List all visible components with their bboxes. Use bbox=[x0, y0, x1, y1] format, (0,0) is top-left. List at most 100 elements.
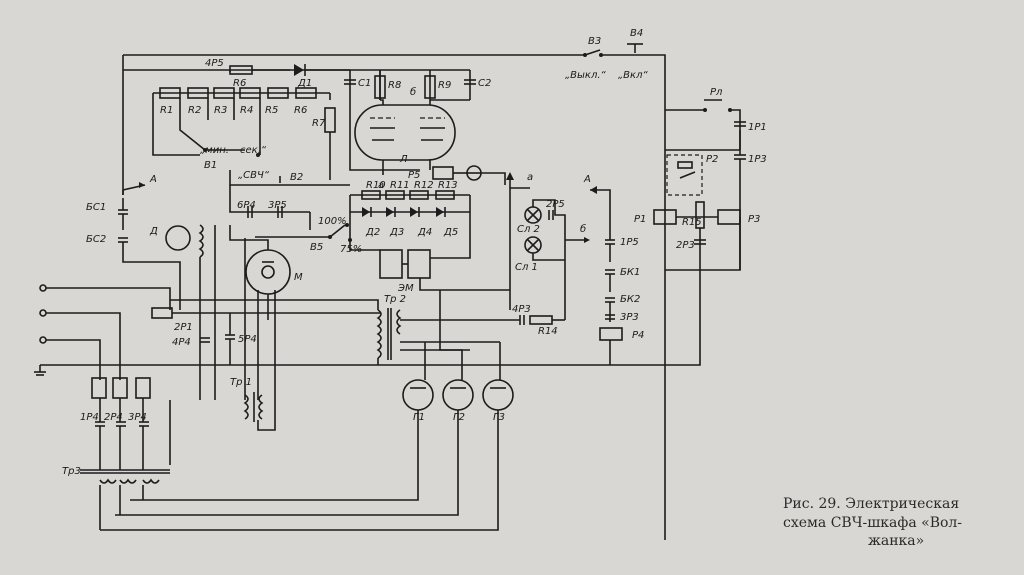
caption-line-2: схема СВЧ-шкафа «Вол- bbox=[783, 515, 962, 531]
label-75pct: 75% bbox=[340, 244, 362, 255]
relay-p5-rectifier bbox=[432, 165, 506, 185]
label-r5: R5 bbox=[265, 105, 278, 116]
label-5p4: 5Р4 bbox=[238, 334, 257, 345]
label-2p1: 2Р1 bbox=[174, 322, 193, 333]
label-bk1: БК1 bbox=[620, 267, 640, 278]
label-sl1: Сл 1 bbox=[515, 262, 538, 273]
contacts-6p4-3p5 bbox=[229, 185, 311, 230]
label-100pct: 100% bbox=[318, 216, 347, 227]
label-sek: сек.“ bbox=[240, 145, 267, 156]
label-r1: R1 bbox=[160, 105, 173, 116]
label-g2: Г2 bbox=[453, 412, 465, 423]
label-p5: Р5 bbox=[408, 170, 420, 181]
label-r3: R3 bbox=[214, 105, 227, 116]
label-d2: Д2 bbox=[365, 227, 380, 238]
label-p2: Р2 bbox=[706, 154, 718, 165]
switch-v5 bbox=[255, 223, 380, 251]
label-2p5: 2Р5 bbox=[546, 199, 565, 210]
label-rl: Рл bbox=[710, 87, 723, 98]
relay-chain-bk bbox=[40, 186, 701, 366]
label-v2: В2 bbox=[290, 172, 303, 183]
label-c2: С2 bbox=[478, 78, 491, 89]
label-1p3: 1Р3 bbox=[748, 154, 767, 165]
label-r13: R13 bbox=[438, 180, 458, 191]
label-svch: „СВЧ“ bbox=[238, 170, 270, 181]
label-m: М bbox=[294, 272, 303, 283]
fuse-and-contacts-center bbox=[151, 307, 380, 365]
label-4p4: 4Р4 bbox=[172, 337, 191, 348]
label-a: а bbox=[378, 180, 384, 191]
caption-line-1: Рис. 29. Электрическая bbox=[783, 496, 959, 512]
label-v1: В1 bbox=[204, 160, 217, 171]
label-1p1: 1Р1 bbox=[748, 122, 767, 133]
label-arrow-a: А bbox=[149, 174, 157, 185]
magnetrons-g1-g3 bbox=[100, 290, 514, 531]
label-r6a: R6 bbox=[233, 78, 246, 89]
tube-l bbox=[354, 99, 456, 175]
r14-4p3 bbox=[400, 315, 565, 325]
label-r4: R4 bbox=[240, 105, 253, 116]
label-tr1: Тр 1 bbox=[230, 377, 252, 388]
figure-caption: Рис. 29. Электрическая схема СВЧ-шкафа «… bbox=[783, 496, 962, 549]
label-bk2: БК2 bbox=[620, 294, 640, 305]
label-1p4: 1Р4 bbox=[80, 412, 99, 423]
label-g1: Г1 bbox=[413, 412, 425, 423]
label-vykl: „Выкл.“ bbox=[565, 70, 607, 81]
label-p3: Р3 bbox=[748, 214, 760, 225]
label-r9: R9 bbox=[438, 80, 451, 91]
label-r2: R2 bbox=[188, 105, 201, 116]
label-b2: б bbox=[580, 223, 586, 235]
transformer-tr2 bbox=[170, 299, 500, 365]
switch-v4 bbox=[622, 43, 648, 56]
label-6p4: 6Р4 bbox=[237, 200, 256, 211]
resistor-chain-r1-r6 bbox=[152, 64, 420, 180]
label-2p3: 2Р3 bbox=[676, 240, 695, 251]
label-min: „мин. bbox=[200, 145, 229, 156]
label-arrow-a2: А bbox=[583, 174, 591, 185]
label-b: б bbox=[410, 86, 416, 98]
caption-line-3: жанка» bbox=[868, 533, 924, 549]
transformer-tr1 bbox=[243, 290, 276, 431]
label-r7: R7 bbox=[312, 118, 326, 129]
diode-resistor-bank bbox=[349, 190, 471, 230]
label-bs2: БС2 bbox=[86, 234, 106, 245]
label-r6b: R6 bbox=[294, 105, 307, 116]
label-sl2: Сл 2 bbox=[517, 224, 540, 235]
component-d bbox=[165, 225, 191, 251]
electromagnet-em bbox=[379, 230, 510, 291]
switch-v1 bbox=[203, 148, 260, 157]
label-d4: Д4 bbox=[417, 227, 432, 238]
switch-v3 bbox=[583, 49, 603, 57]
label-g3: Г3 bbox=[493, 412, 505, 423]
switches-bs1-bs2 bbox=[118, 198, 181, 310]
arrow-a-left bbox=[122, 182, 146, 195]
relay-block-right bbox=[653, 99, 746, 320]
label-d3: Д3 bbox=[389, 227, 404, 238]
label-p1: Р1 bbox=[634, 214, 646, 225]
input-terminals bbox=[34, 284, 171, 380]
label-a2: а bbox=[527, 172, 533, 183]
motor-m bbox=[229, 225, 291, 400]
label-tr2: Тр 2 bbox=[384, 294, 406, 305]
label-vkl: „Вкл“ bbox=[618, 70, 648, 81]
label-r8: R8 bbox=[388, 80, 401, 91]
label-3p4: 3Р4 bbox=[128, 412, 147, 423]
label-r15: R15 bbox=[682, 217, 702, 228]
transformer-tr3 bbox=[80, 400, 171, 530]
component-labels: В3 В4 „Выкл.“ „Вкл“ Рл 1Р1 1Р3 Р2 Р1 R15… bbox=[62, 28, 767, 477]
label-r14: R14 bbox=[538, 326, 558, 337]
label-3p3: 3Р3 bbox=[620, 312, 639, 323]
label-tr3: Тр3 bbox=[62, 466, 81, 477]
lamps-sl1-sl2 bbox=[506, 172, 590, 320]
label-1p5: 1Р5 bbox=[620, 237, 639, 248]
label-r10: R10 bbox=[366, 180, 386, 191]
label-4p5: 4Р5 bbox=[205, 58, 224, 69]
label-d: Д bbox=[149, 226, 158, 237]
label-r12: R12 bbox=[414, 180, 434, 191]
label-3p5: 3Р5 bbox=[268, 200, 287, 211]
r8-c1-r9-c2 bbox=[344, 70, 476, 101]
label-v4: В4 bbox=[630, 28, 643, 39]
label-d1: Д1 bbox=[297, 78, 312, 89]
